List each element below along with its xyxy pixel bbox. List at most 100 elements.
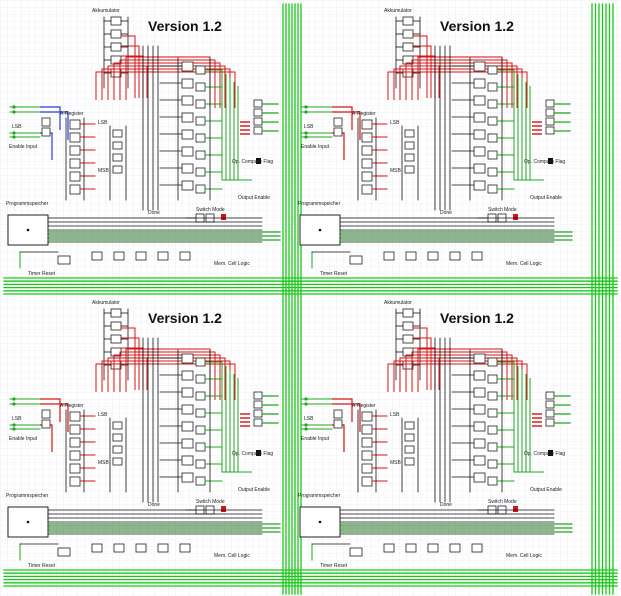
version-title: Version 1.2 <box>148 18 222 34</box>
enable-input-label: Enable Input <box>9 436 38 442</box>
register-cell <box>404 421 415 430</box>
register-cell <box>112 129 123 138</box>
accumulator-flipflop <box>110 16 122 26</box>
register-label: A-Register <box>352 111 376 117</box>
program-memory-dot <box>26 520 30 524</box>
register-flipflop <box>69 437 81 448</box>
mem-cell-gate <box>427 251 439 261</box>
mem-cell-gate <box>179 543 191 553</box>
register-cell <box>112 165 123 174</box>
adder-cell <box>487 150 498 160</box>
accumulator-flipflop <box>402 308 414 318</box>
output-driver <box>545 99 555 108</box>
accumulator-label: Akkumulator <box>92 300 120 306</box>
enable-input-label: Enable Input <box>301 436 330 442</box>
mem-cell-gate <box>471 251 483 261</box>
done-label: Done <box>148 502 160 508</box>
register-flipflop <box>361 463 373 474</box>
red-wire <box>121 327 136 390</box>
red-wire <box>413 45 432 98</box>
version-title: Version 1.2 <box>148 310 222 326</box>
logic-gate <box>473 146 486 157</box>
register-cell <box>112 433 123 442</box>
mem-cell-gate <box>135 251 147 261</box>
red-wire <box>121 35 136 98</box>
register-flipflop <box>361 158 373 169</box>
red-wire <box>411 351 508 400</box>
accumulator-flipflop <box>402 16 414 26</box>
logic-gate <box>473 78 486 89</box>
input-wire <box>332 111 361 140</box>
output-driver <box>253 99 263 108</box>
red-wire <box>119 59 216 108</box>
input-pin <box>12 397 16 401</box>
logic-gate <box>181 163 194 174</box>
output-driver <box>253 391 263 400</box>
logic-gate <box>473 370 486 381</box>
adder-cell <box>195 425 206 435</box>
output-enable-label: Output Enable <box>238 487 270 493</box>
program-memory-chip <box>299 214 341 246</box>
accumulator-flipflop <box>110 308 122 318</box>
output-driver <box>545 391 555 400</box>
input-pin <box>304 402 308 406</box>
timer-cell <box>349 547 363 557</box>
green-wire <box>529 86 544 181</box>
switch-mode-label: Switch Mode <box>196 207 225 213</box>
input-pin <box>12 131 16 135</box>
adder-cell <box>195 391 206 401</box>
input-latch <box>333 419 343 429</box>
register-cell <box>404 153 415 162</box>
adder-cell <box>195 82 206 92</box>
done-label: Done <box>148 210 160 216</box>
red-wire <box>413 35 428 98</box>
register-flipflop <box>361 184 373 195</box>
red-wire <box>113 354 221 400</box>
register-flipflop <box>361 119 373 130</box>
register-cell <box>112 457 123 466</box>
adder-cell <box>195 184 206 194</box>
register-flipflop <box>361 476 373 487</box>
input-pin <box>304 131 308 135</box>
logic-gate <box>473 129 486 140</box>
compare-flag-led <box>256 450 261 456</box>
register-flipflop <box>69 463 81 474</box>
accumulator-flipflop <box>110 29 122 39</box>
input-pin <box>12 135 16 139</box>
register-cell <box>112 445 123 454</box>
mem-cell-gate <box>449 543 461 553</box>
lsb-label: LSB <box>304 124 314 130</box>
adder-cell <box>487 442 498 452</box>
accumulator-flipflop <box>402 29 414 39</box>
timer-cell <box>349 255 363 265</box>
logic-gate <box>181 370 194 381</box>
mem-cell-gate <box>427 543 439 553</box>
logic-gate <box>181 455 194 466</box>
program-memory-label: Programmspeicher <box>6 201 49 207</box>
output-driver <box>253 418 263 427</box>
enable-input-label: Enable Input <box>301 144 330 150</box>
adder-cell <box>487 99 498 109</box>
input-pin <box>304 105 308 109</box>
mem-cell-gate <box>157 543 169 553</box>
red-wire <box>411 59 508 108</box>
output-driver <box>545 126 555 135</box>
compare-flag-led <box>256 158 261 164</box>
input-pin <box>304 397 308 401</box>
accumulator-label: Akkumulator <box>384 8 412 14</box>
output-driver <box>545 418 555 427</box>
red-wire <box>387 363 528 400</box>
register-flipflop <box>69 158 81 169</box>
logic-gate <box>181 387 194 398</box>
green-wire <box>529 378 544 473</box>
program-memory-dot <box>318 228 322 232</box>
input-wire <box>40 106 61 130</box>
logic-gate <box>473 95 486 106</box>
input-pin <box>12 427 16 431</box>
red-wire <box>95 71 236 108</box>
mem-cell-gate <box>91 251 103 261</box>
register-flipflop <box>69 132 81 143</box>
red-wire <box>413 337 432 390</box>
adder-cell <box>195 133 206 143</box>
output-driver <box>253 117 263 126</box>
